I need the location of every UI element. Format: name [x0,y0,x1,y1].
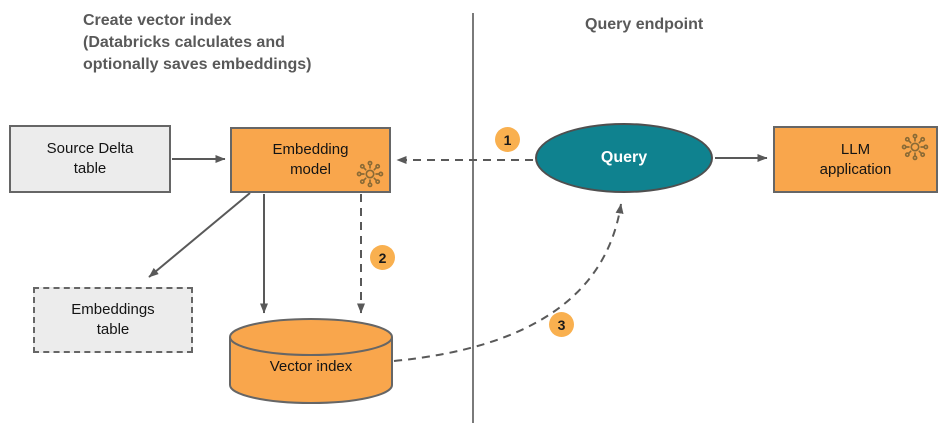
embeddings-table-node: Embeddings table [33,287,193,353]
step-2-badge: 2 [370,245,395,270]
query-label: Query [600,149,648,166]
embedding-model-node: Embedding model [230,127,391,193]
query-node: Query [535,123,713,193]
right-pane-title: Query endpoint [585,16,704,33]
llm-application-label: LLM application [819,140,892,178]
vector-index-label: Vector index [269,358,353,375]
left-pane-title: Create vector index (Databricks calculat… [83,12,312,73]
arrow-vector-index-to-query [393,203,624,362]
source-delta-table-node: Source Delta table [9,125,171,193]
embeddings-table-label: Embeddings table [71,301,155,338]
arrow-embedding-to-embeddings-table [148,192,251,278]
step-1-badge: 1 [495,127,520,152]
step-3-badge: 3 [549,312,574,337]
model-icon [901,133,929,161]
embedding-model-label: Embedding model [272,141,349,178]
model-icon [356,160,384,188]
source-delta-table-label: Source Delta table [46,140,134,177]
vector-index-cylinder [229,318,393,404]
llm-application-node: LLM application [773,126,938,193]
